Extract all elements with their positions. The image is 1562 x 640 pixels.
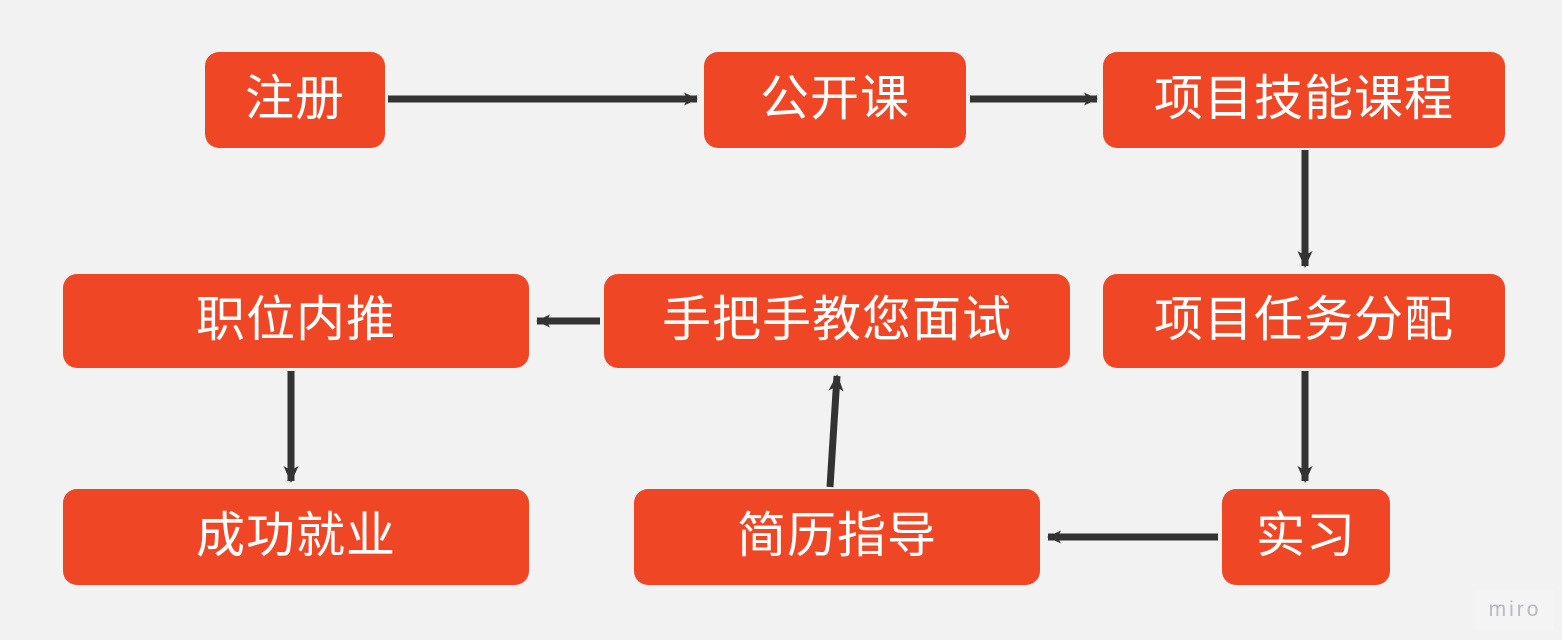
node-employed-label: 成功就业: [195, 508, 396, 563]
node-interview-coach-label: 手把手教您面试: [661, 292, 1012, 347]
node-interview-coach[interactable]: 手把手教您面试: [604, 274, 1070, 368]
node-task-assignment[interactable]: 项目任务分配: [1103, 274, 1505, 368]
node-open-class-label: 公开课: [759, 71, 910, 126]
node-employed[interactable]: 成功就业: [63, 489, 529, 585]
node-resume-guidance-label: 简历指导: [736, 508, 937, 563]
node-internship[interactable]: 实习: [1222, 489, 1390, 585]
node-skills-course[interactable]: 项目技能课程: [1103, 52, 1505, 148]
node-skills-course-label: 项目技能课程: [1153, 71, 1454, 126]
node-register[interactable]: 注册: [205, 52, 385, 148]
node-resume-guidance[interactable]: 简历指导: [634, 489, 1040, 585]
node-job-referral[interactable]: 职位内推: [63, 274, 529, 368]
node-job-referral-label: 职位内推: [195, 292, 396, 347]
node-register-label: 注册: [244, 71, 345, 126]
node-internship-label: 实习: [1255, 508, 1356, 563]
node-open-class[interactable]: 公开课: [704, 52, 966, 148]
node-task-assignment-label: 项目任务分配: [1153, 292, 1454, 347]
edge-resume-guidance-to-interview: [826, 374, 844, 488]
miro-watermark: miro: [1476, 590, 1554, 630]
